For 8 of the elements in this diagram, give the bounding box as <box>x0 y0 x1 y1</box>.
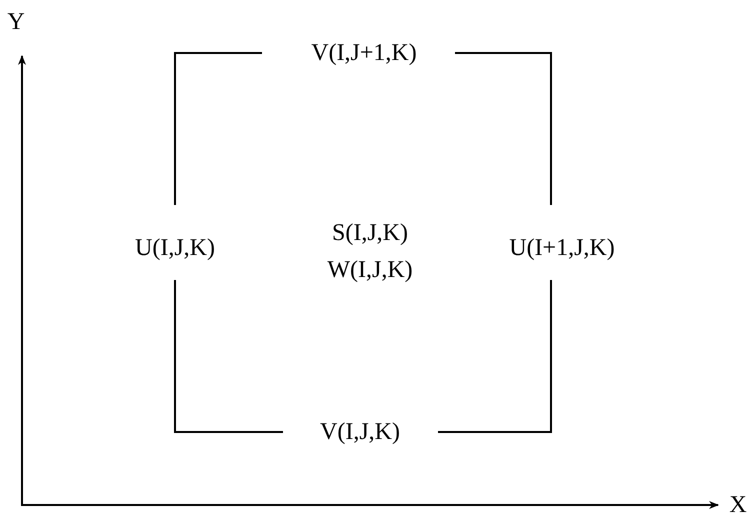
axis-label: Y <box>7 8 25 36</box>
edge-variable-label: V(I,J+1,K) <box>311 39 417 67</box>
edge-variable-label: U(I+1,J,K) <box>509 234 615 262</box>
axis-label: X <box>729 491 747 519</box>
cell-center-variable-label: S(I,J,K) <box>332 219 408 247</box>
edge-variable-label: U(I,J,K) <box>135 234 215 262</box>
cell-center-variable-label: W(I,J,K) <box>327 256 413 284</box>
edge-variable-label: V(I,J,K) <box>320 418 400 446</box>
